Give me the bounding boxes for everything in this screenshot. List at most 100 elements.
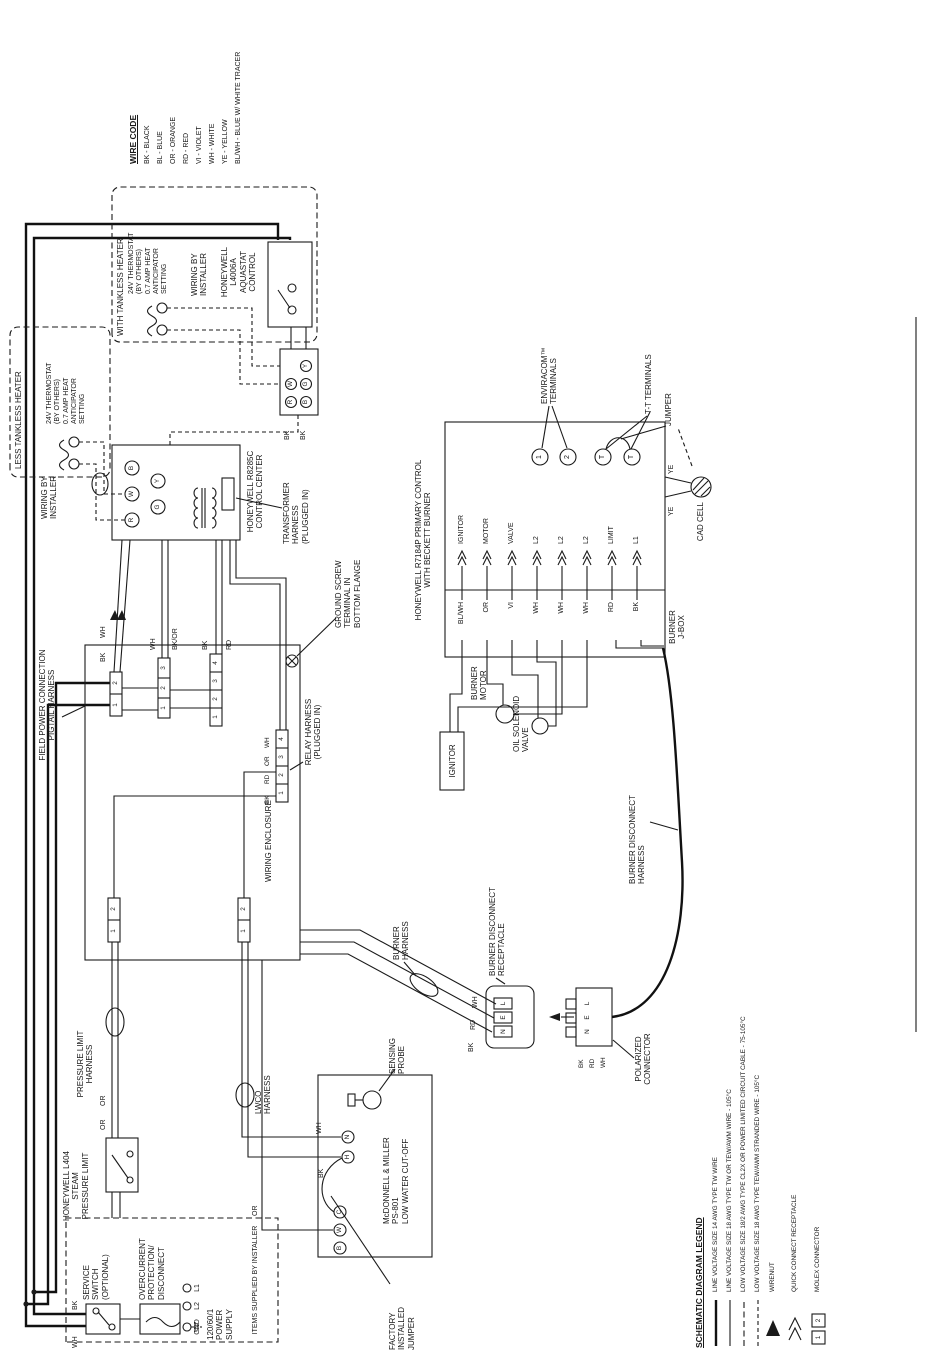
- jbox-wire-color: RD: [608, 602, 615, 613]
- jbox-wire-color: BL/WH: [458, 602, 465, 625]
- pin-number: 2: [160, 686, 167, 690]
- wire-label-bk-or: BK/OR: [172, 628, 179, 650]
- control-terminal-name: LIMIT: [608, 526, 615, 544]
- r8285-name-label: HONEYWELL R8285C CONTROL CENTER: [246, 450, 265, 533]
- ground-screw-label: GROUND SCREW TERMINAL IN BOTTOM FLANGE: [334, 559, 362, 628]
- oil-solenoid-valve-label: OIL SOLENOID VALVE: [512, 695, 531, 752]
- terminal-letter-b: B: [302, 399, 309, 405]
- jbox-wire-color: OR: [483, 602, 490, 613]
- polarized-pin-letter: L: [584, 1001, 591, 1006]
- aquastat-label: HONEYWELL L4006A AQUASTAT CONTROL: [220, 246, 258, 298]
- sensing-probe-label: SENSING PROBE: [388, 1037, 407, 1074]
- control-terminal-name: L1: [633, 536, 640, 544]
- wire-label-rd: RD: [226, 639, 233, 650]
- wire-label-or: OR: [100, 1095, 107, 1107]
- factory-jumper-label: FACTORY INSTALLED JUMPER: [388, 1307, 416, 1350]
- terminal-letter-g: G: [154, 504, 161, 510]
- pressure-limit-harness-label: PRESSURE LIMIT HARNESS: [76, 1030, 95, 1098]
- wire-label-bk: BK: [300, 430, 307, 440]
- wire-label-or: OR: [100, 1119, 107, 1131]
- l2-terminal-label: L2: [194, 1302, 201, 1310]
- control-terminal-name: L2: [558, 536, 565, 544]
- burner-harness-label: BURNER HARNESS: [392, 921, 411, 960]
- control-terminal-name: L2: [583, 536, 590, 544]
- jbox-wire-color: BK: [633, 602, 640, 612]
- thermostat-label: 24V THERMOSTAT (BY OTHERS) 0.7 AMP HEAT …: [46, 362, 86, 424]
- wire-label-wh: WH: [100, 626, 107, 638]
- less-tankless-title: LESS TANKLESS HEATER: [14, 371, 23, 469]
- jbox-wire-color: VI: [508, 602, 515, 609]
- legend-row-label: MOLEX CONNECTOR: [814, 1226, 821, 1292]
- terminal-circle-label: 1: [536, 455, 543, 459]
- wiring-by-installer-label: WIRING BY INSTALLER: [190, 253, 209, 296]
- cad-cell-label: CAD CELL: [696, 502, 705, 542]
- wire-code-item: VI - VIOLET: [196, 126, 203, 164]
- legend-row-label: WIRENUT: [769, 1262, 776, 1292]
- wiring-by-installer-label: WIRING BY INSTALLER: [40, 476, 59, 519]
- pin-number: 3: [278, 755, 285, 759]
- wire-code-item: RD - RED: [183, 132, 190, 164]
- enviracom-terminals-label: ENVIRACOM™ TERMINALS: [540, 347, 559, 404]
- wire-label-wh: WH: [264, 737, 271, 748]
- pin-number: 3: [160, 666, 167, 670]
- jbox-wire-color: WH: [533, 602, 540, 614]
- molex-pin-number: 2: [815, 1318, 822, 1323]
- wire-label-wh: WH: [600, 1057, 607, 1068]
- pin-number: 1: [240, 929, 247, 933]
- terminal-letter-w: W: [287, 380, 294, 388]
- burner-disconnect-receptacle-label: BURNER DISCONNECT RECEPTACLE: [488, 887, 507, 976]
- legend-row-label: LINE VOLTAGE SIZE 14 AWG TYPE TW WIRE: [712, 1157, 719, 1292]
- terminal-letter-n: N: [344, 1134, 351, 1140]
- terminal-letter-b: B: [128, 465, 135, 471]
- gnd-terminal-label: GND: [194, 1319, 201, 1335]
- l404-label: HONEYWELL L404 STEAM PRESSURE LIMIT: [62, 1151, 90, 1221]
- ignitor-label: IGNITOR: [448, 744, 457, 778]
- terminal-letter-w: W: [336, 1226, 343, 1234]
- wire-label-bk: BK: [100, 652, 107, 662]
- polarized-pin-letter: E: [584, 1015, 591, 1020]
- tt-terminals-label: T-T TERMINALS: [644, 354, 653, 414]
- terminal-letter-b: B: [336, 1245, 343, 1251]
- power-supply-label: 120/60/1 POWER SUPPLY: [206, 1308, 234, 1340]
- terminal-letter-w: W: [128, 490, 135, 498]
- wire-label-bk: BK: [202, 640, 209, 650]
- wire-code-item: WH - WHITE: [209, 123, 216, 164]
- pin-number: 2: [240, 907, 247, 911]
- lwco-harness-label: LWCO HARNESS: [254, 1075, 273, 1114]
- burner-jbox-label: BURNER J-BOX: [668, 610, 687, 644]
- wire-code-title: WIRE CODE: [128, 114, 138, 164]
- overcurrent-label: OVERCURRENT PROTECTION/ DISCONNECT: [138, 1238, 166, 1300]
- legend-row-label: LINE VOLTAGE SIZE 18 AWG TYPE TW OR TEW/…: [726, 1089, 733, 1292]
- legend-row-label: LOW VOLTAGE SIZE 18 AWG TYPE TEW/AWM STR…: [754, 1074, 761, 1292]
- terminal-letter-r: R: [128, 517, 135, 523]
- control-terminal-name: VALVE: [508, 522, 515, 544]
- wire-code-item: BK - BLACK: [144, 125, 151, 164]
- receptacle-pin-letter: E: [500, 1015, 507, 1020]
- relay-harness-label: RELAY HARNESS (PLUGGED IN): [304, 698, 323, 766]
- wire-label-bk: BK: [264, 795, 271, 804]
- jumper-label: JUMPER: [664, 393, 673, 426]
- items-supplied-label: ITEMS SUPPLIED BY INSTALLER: [252, 1225, 259, 1335]
- legend-row-label: LOW VOLTAGE SIZE 18/2 AWG TYPE CL2X OR P…: [740, 1016, 747, 1292]
- transformer-harness-label: TRANSFORMER HARNESS (PLUGGED IN): [282, 482, 310, 544]
- wire-label-ye: YE: [668, 464, 675, 474]
- jbox-wire-color: WH: [558, 602, 565, 614]
- control-terminal-name: IGNITOR: [458, 514, 465, 544]
- pin-number: 1: [112, 703, 119, 707]
- terminal-letter-r: R: [287, 399, 294, 405]
- wire-label-wh: WH: [472, 996, 479, 1008]
- pin-number: 3: [212, 679, 219, 683]
- terminal-letter-y: Y: [154, 478, 161, 484]
- burner-disconnect-harness-label: BURNER DISCONNECT HARNESS: [628, 795, 647, 884]
- with-tankless-title: WITH TANKLESS HEATER: [116, 238, 125, 336]
- pin-number: 1: [278, 791, 285, 795]
- terminal-circle-label: 2: [564, 455, 571, 459]
- pin-number: 2: [110, 907, 117, 911]
- legend-title: SCHEMATIC DIAGRAM LEGEND: [694, 1217, 704, 1348]
- enclosure-label: WIRING ENCLOSURE: [264, 800, 273, 882]
- terminal-letter-h: H: [344, 1154, 351, 1160]
- wire-label-wh: WH: [316, 1122, 323, 1134]
- wire-label-bk: BK: [72, 1300, 79, 1310]
- polarized-connector-label: POLARIZED CONNECTOR: [634, 1033, 653, 1085]
